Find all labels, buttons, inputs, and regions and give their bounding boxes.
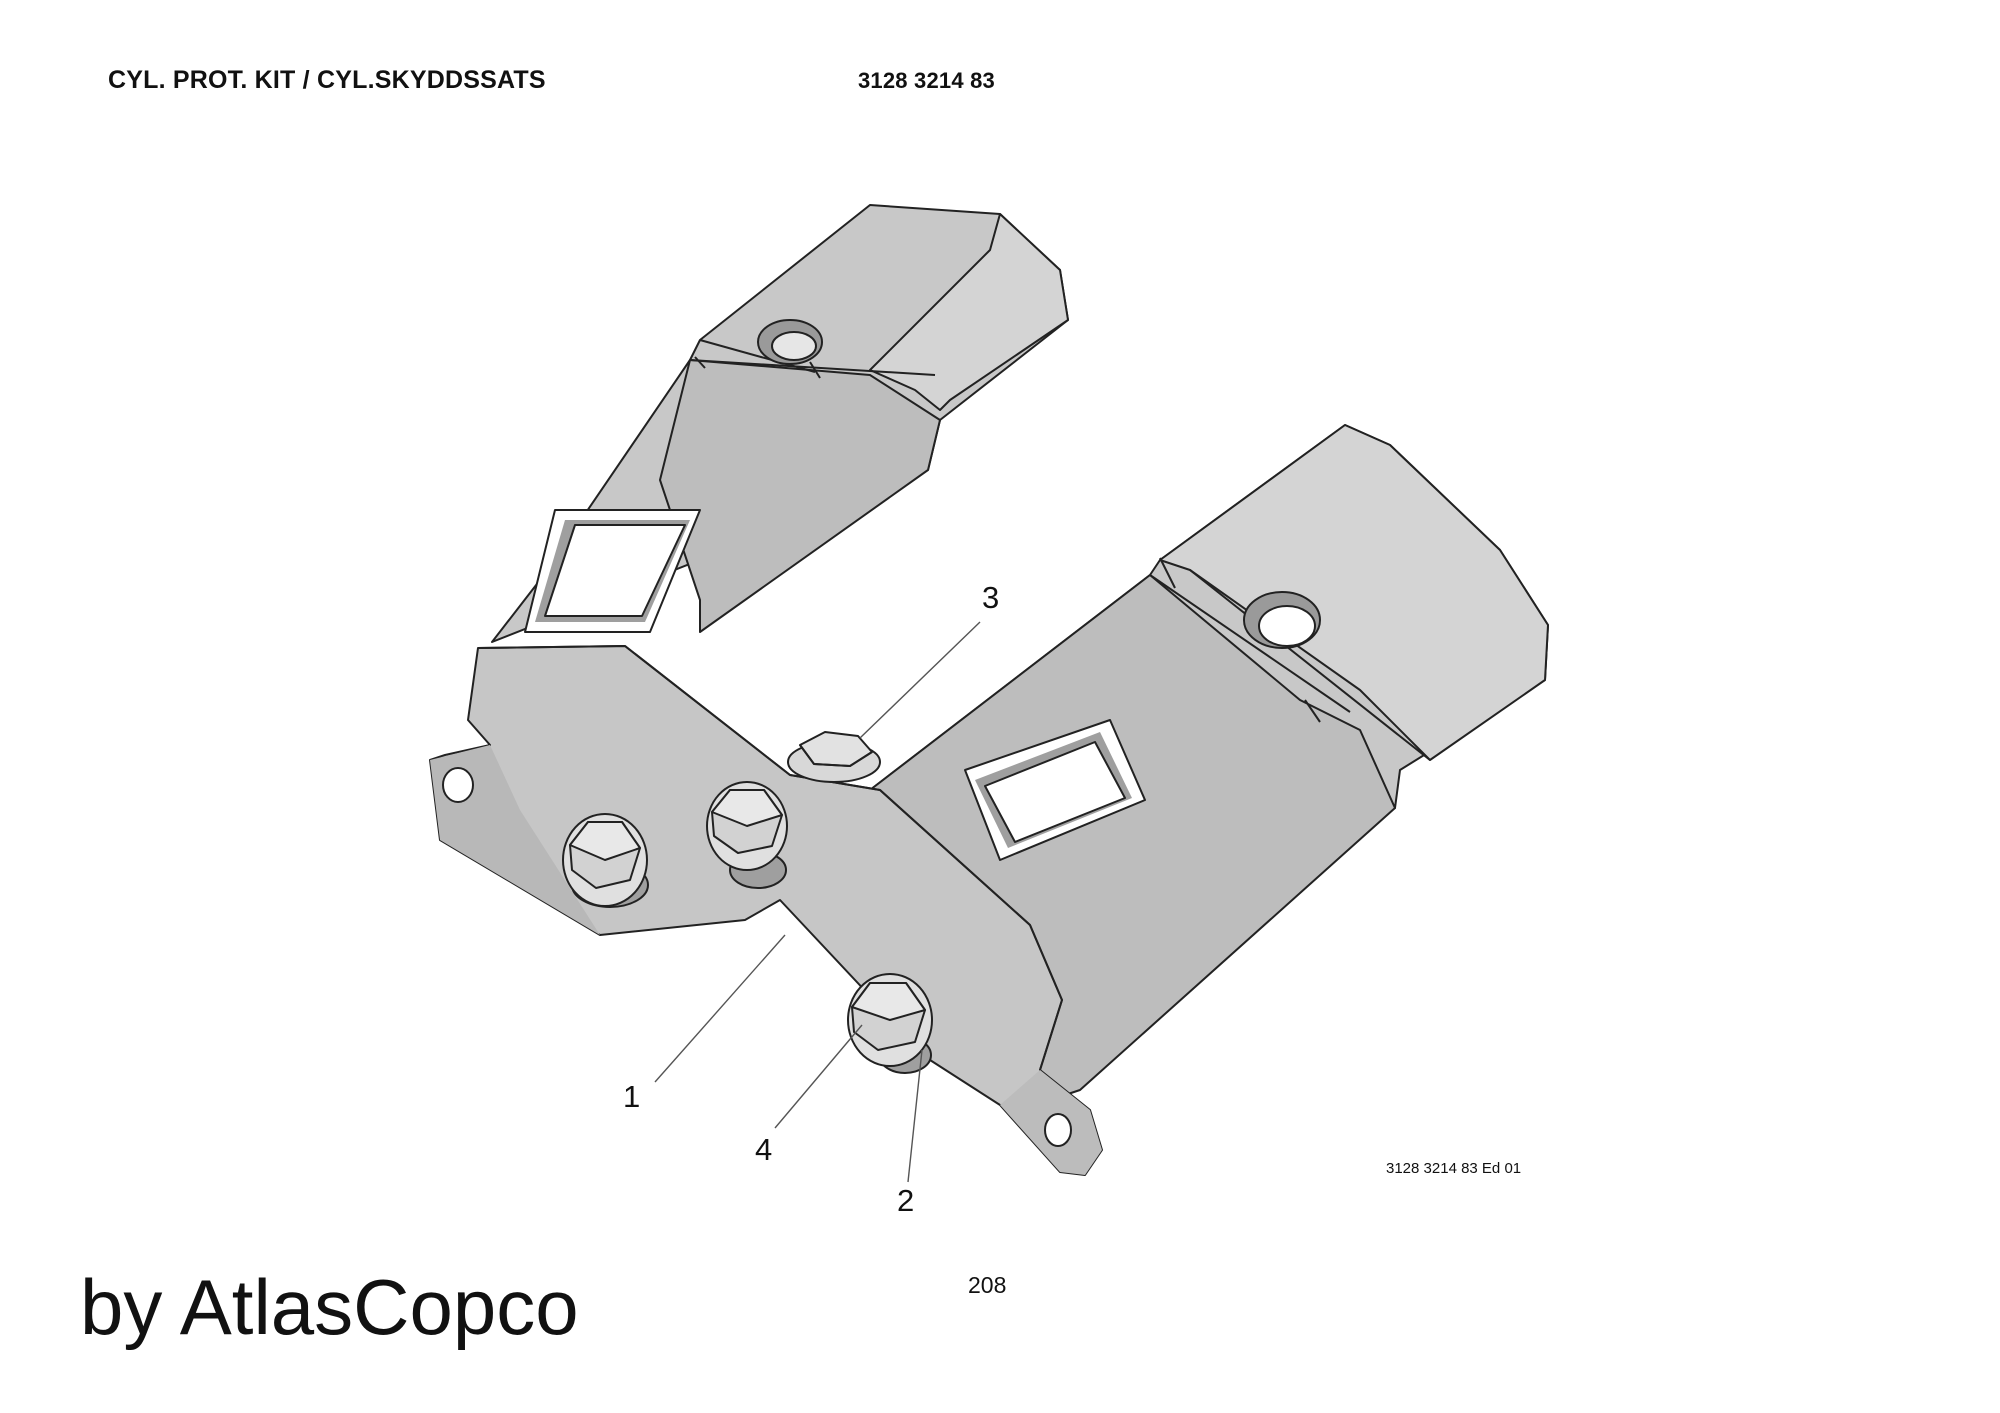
callout-3: 3 xyxy=(982,580,999,615)
leader-4 xyxy=(774,1024,863,1129)
lock-nut xyxy=(787,731,881,783)
leader-3 xyxy=(859,621,981,739)
hex-bolt-upper-left xyxy=(562,813,649,908)
page-number: 208 xyxy=(968,1272,1007,1298)
hex-bolt-lower xyxy=(847,973,933,1074)
leader-1 xyxy=(654,934,786,1083)
leader-2 xyxy=(907,1049,923,1183)
bracket-plate xyxy=(429,645,1103,1176)
callout-2: 2 xyxy=(897,1183,914,1218)
callout-4: 4 xyxy=(755,1132,772,1167)
page-title: CYL. PROT. KIT / CYL.SKYDDSSATS xyxy=(108,66,546,94)
edition-label: 3128 3214 83 Ed 01 xyxy=(1386,1160,1522,1177)
brand-watermark: by AtlasCopco xyxy=(80,1263,579,1351)
upper-channel-arm xyxy=(491,204,1069,643)
callout-1: 1 xyxy=(623,1079,640,1114)
hex-bolt-upper-right xyxy=(706,781,788,889)
lower-channel-arm xyxy=(869,424,1549,1101)
part-number: 3128 3214 83 xyxy=(858,68,995,93)
